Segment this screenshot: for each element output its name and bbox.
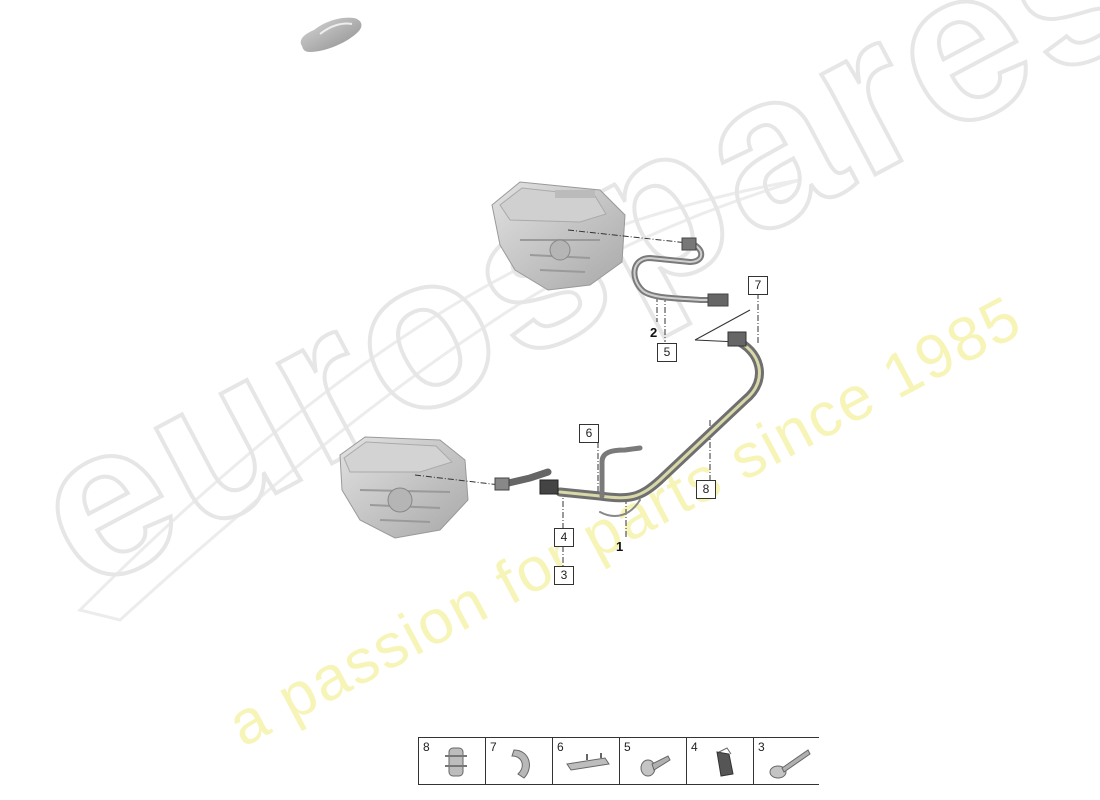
parts-legend: 8 7 6 5 4 3 xyxy=(418,737,819,785)
legend-number: 4 xyxy=(691,740,698,754)
legend-item-5[interactable]: 5 xyxy=(620,738,687,784)
screw-short-icon xyxy=(640,755,671,777)
callout-2[interactable]: 2 xyxy=(650,325,658,340)
legend-number: 8 xyxy=(423,740,430,754)
bolt-long-icon xyxy=(769,749,811,779)
legend-number: 5 xyxy=(624,740,631,754)
legend-number: 3 xyxy=(758,740,765,754)
callout-3[interactable]: 3 xyxy=(554,566,574,585)
callout-6[interactable]: 6 xyxy=(579,424,599,443)
legend-number: 6 xyxy=(557,740,564,754)
legend-item-6[interactable]: 6 xyxy=(553,738,620,784)
front-electric-motor xyxy=(491,181,626,291)
parts-diagram xyxy=(339,181,764,566)
callout-1[interactable]: 1 xyxy=(616,539,624,554)
cable-channel-icon xyxy=(566,753,610,771)
clip-holder-icon xyxy=(716,747,734,777)
cable-clip-stack-icon xyxy=(445,747,467,777)
legend-item-8[interactable]: 8 xyxy=(419,738,486,784)
legend-item-7[interactable]: 7 xyxy=(486,738,553,784)
callout-5[interactable]: 5 xyxy=(657,343,677,362)
car-silhouette-icon xyxy=(300,17,362,52)
callout-4[interactable]: 4 xyxy=(554,528,574,547)
legend-number: 7 xyxy=(490,740,497,754)
rear-electric-motor xyxy=(339,436,469,539)
legend-item-4[interactable]: 4 xyxy=(687,738,754,784)
legend-item-3[interactable]: 3 xyxy=(754,738,819,784)
wiring-harness xyxy=(494,237,764,517)
callout-8[interactable]: 8 xyxy=(696,480,716,499)
callout-7[interactable]: 7 xyxy=(748,276,768,295)
curved-bracket-icon xyxy=(511,749,530,779)
